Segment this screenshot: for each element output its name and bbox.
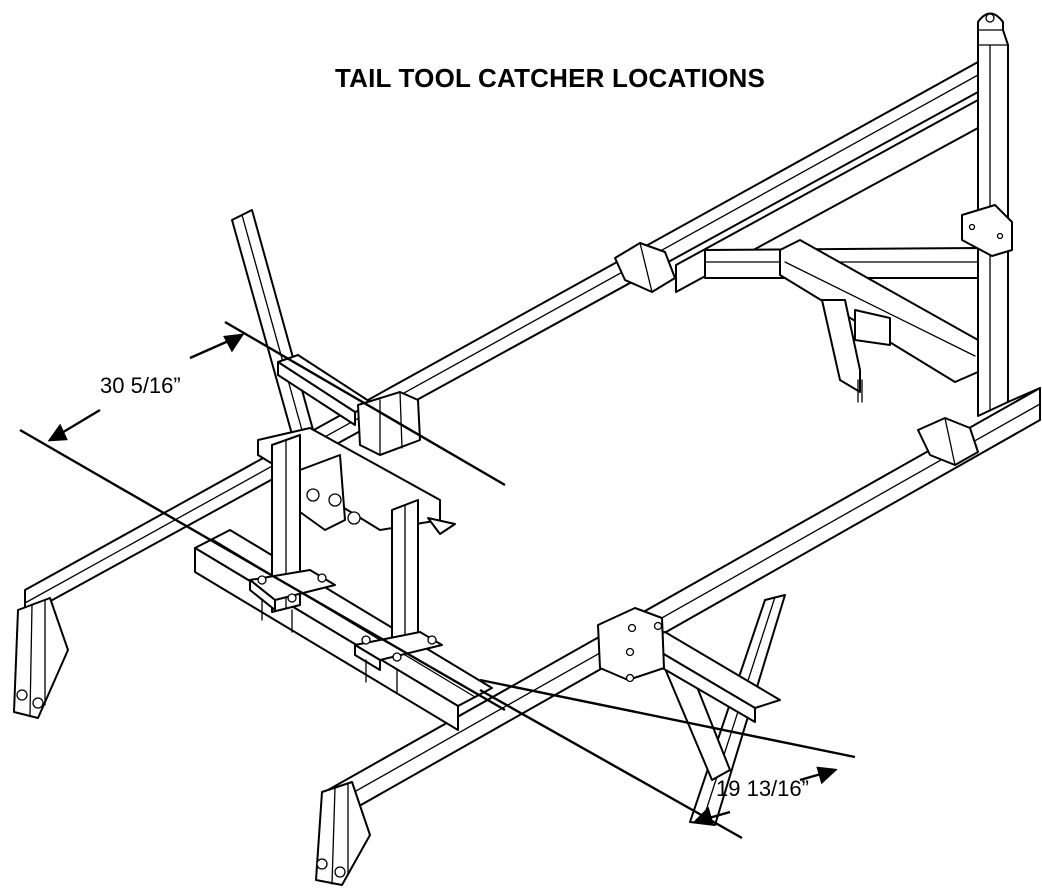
dim-arrowhead-right-upper (816, 766, 838, 785)
dim-arrowhead-upper (223, 333, 245, 353)
left-catcher-arm (231, 209, 376, 464)
rear-cross-members (704, 239, 979, 403)
dimension-label-19-13-16: 19 13/16” (716, 776, 809, 801)
dim-extension-line-right-upper (479, 678, 856, 759)
left-beam-clamp (357, 391, 421, 456)
dim-extension-line-upper (224, 320, 506, 487)
dim-extension-line-right-lower (479, 688, 743, 840)
dimension-label-30-5-16: 30 5/16” (100, 373, 181, 398)
post-bracket (961, 204, 1013, 257)
mount-plate-left (249, 569, 336, 633)
right-beam-clamp (597, 607, 665, 683)
hitch-tower (257, 427, 456, 653)
diagram-title: TAIL TOOL CATCHER LOCATIONS (334, 63, 766, 93)
lower-clamp (917, 417, 979, 466)
mount-plate-right (354, 631, 443, 693)
dimension-19-13-16 (479, 678, 856, 840)
dim-arrowhead-lower (47, 423, 68, 442)
dimension-30-5-16 (19, 320, 506, 712)
dim-arrowhead-right-lower (692, 806, 714, 825)
left-hitch-clevis (13, 597, 69, 719)
right-hitch-clevis (315, 781, 371, 886)
upper-clamp (614, 242, 676, 293)
dim-extension-line-lower (19, 428, 506, 712)
front-cross-beam (194, 529, 493, 731)
